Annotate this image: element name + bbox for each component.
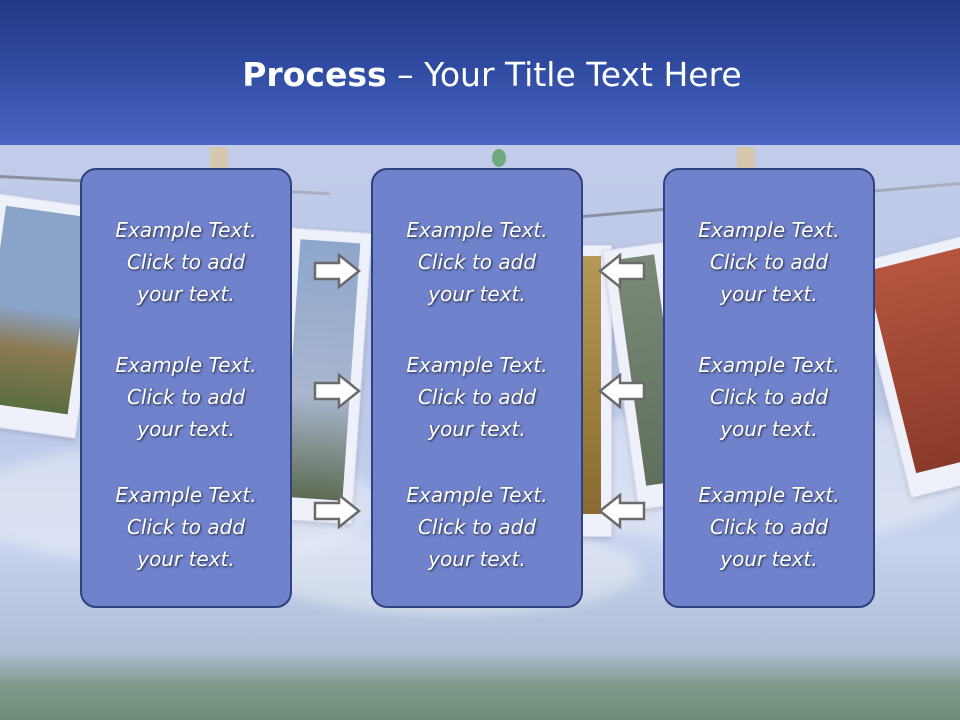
title-strong: Process [242, 55, 387, 94]
column-text[interactable]: Example Text. Click to add your text. [698, 353, 840, 441]
column-text[interactable]: Example Text. Click to add your text. [698, 218, 840, 306]
column-text[interactable]: Example Text. Click to add your text. [406, 218, 548, 306]
arrow-left-icon [598, 493, 646, 529]
title-rest: – Your Title Text Here [386, 55, 742, 94]
arrow-left-icon [598, 253, 646, 289]
column-text[interactable]: Example Text. Click to add your text. [406, 353, 548, 441]
column-text[interactable]: Example Text. Click to add your text. [115, 483, 257, 571]
column-text[interactable]: Example Text. Click to add your text. [698, 483, 840, 571]
arrow-right-icon [313, 373, 361, 409]
arrow-left-icon [598, 373, 646, 409]
column-box-center[interactable]: Example Text. Click to add your text. Ex… [371, 168, 583, 608]
clothes-peg [210, 147, 228, 173]
column-box-left[interactable]: Example Text. Click to add your text. Ex… [80, 168, 292, 608]
clothes-peg [492, 149, 506, 167]
column-text[interactable]: Example Text. Click to add your text. [115, 218, 257, 306]
slide-title[interactable]: Process – Your Title Text Here [0, 52, 960, 98]
title-bar: Process – Your Title Text Here [0, 0, 960, 145]
column-box-right[interactable]: Example Text. Click to add your text. Ex… [663, 168, 875, 608]
arrow-right-icon [313, 493, 361, 529]
clothes-peg [737, 147, 755, 173]
arrow-right-icon [313, 253, 361, 289]
column-text[interactable]: Example Text. Click to add your text. [406, 483, 548, 571]
column-text[interactable]: Example Text. Click to add your text. [115, 353, 257, 441]
